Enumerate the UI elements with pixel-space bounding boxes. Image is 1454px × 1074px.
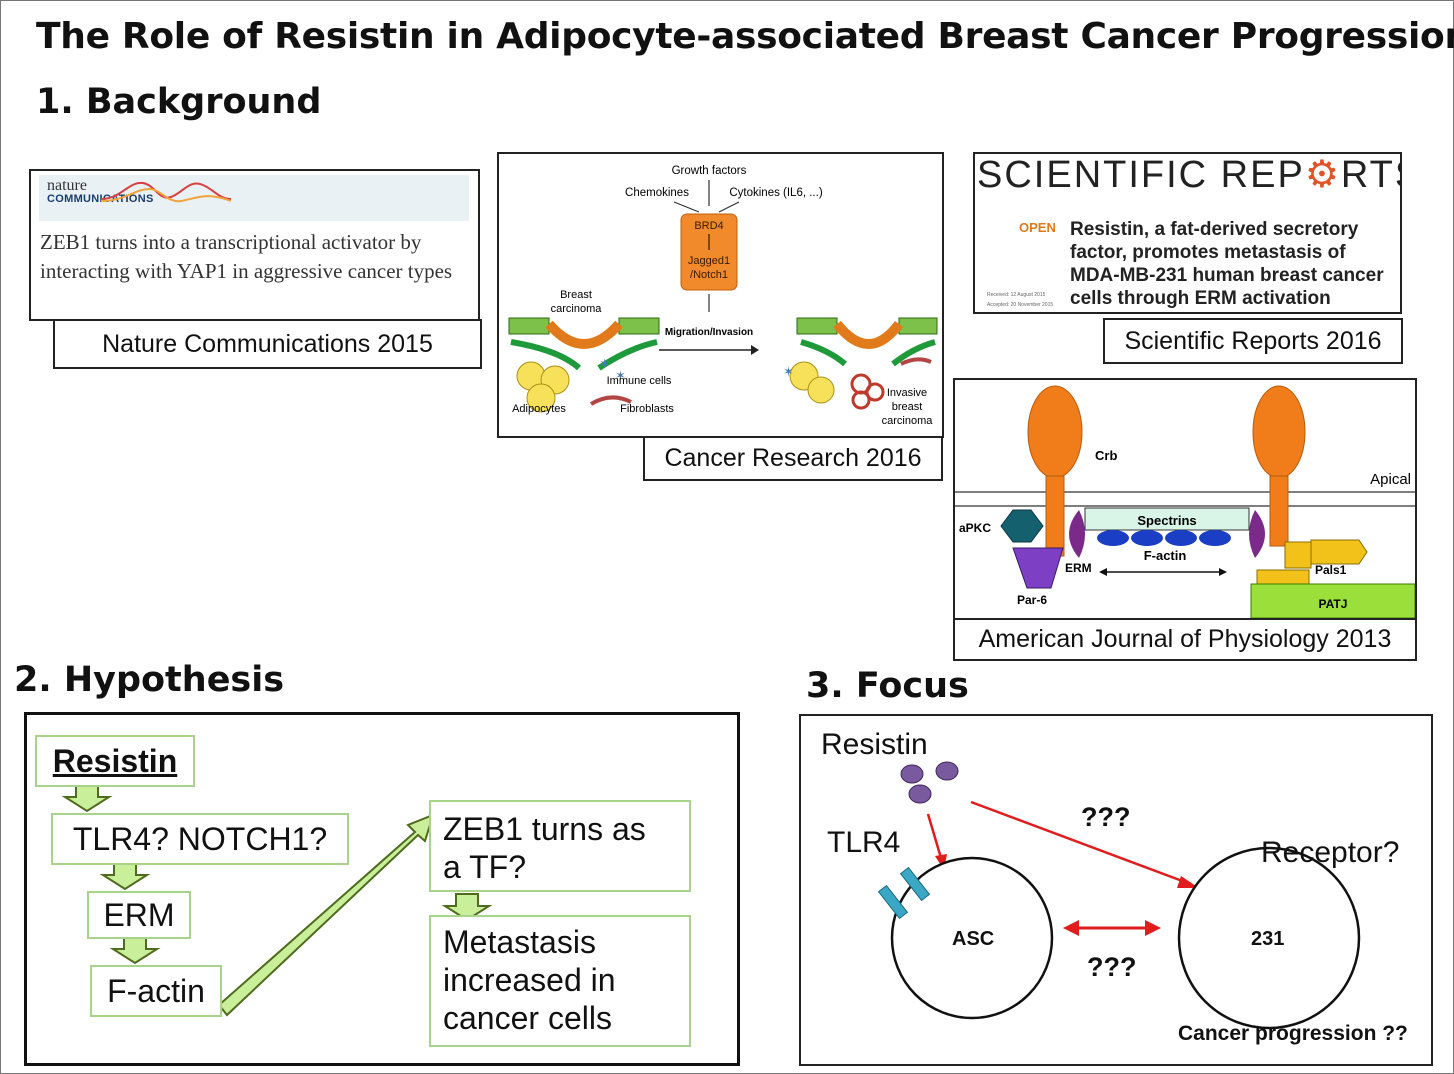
zeb1-line-1: ZEB1 turns as xyxy=(443,811,646,847)
hypothesis-resistin-box: Resistin xyxy=(35,735,195,787)
metastasis-line-2: increased in xyxy=(443,962,616,998)
hypothesis-erm-box: ERM xyxy=(87,891,191,939)
focus-panel: Resistin TLR4 ??? Receptor? ASC 231 ??? … xyxy=(799,714,1433,1066)
nature-communications-caption: Nature Communications 2015 xyxy=(53,319,482,369)
arrow-resistin-to-tlr4 xyxy=(926,813,943,859)
invasive-carcinoma-label: carcinoma xyxy=(882,415,934,427)
cancer-research-figure: Growth factors Chemokines Cytokines (IL6… xyxy=(497,152,944,438)
open-access-badge: OPEN xyxy=(1019,220,1056,235)
focus-tlr4-label: TLR4 xyxy=(827,826,901,859)
pals1-label: Pals1 xyxy=(1315,563,1347,577)
section-focus-heading: 3. Focus xyxy=(806,666,969,706)
tlr4-receptor-right xyxy=(899,866,931,902)
logo-text-first: SCIENTIFIC REP xyxy=(977,154,1305,196)
focus-receptor-label: Receptor? xyxy=(1261,836,1400,869)
cytokines-label: Cytokines (IL6, ...) xyxy=(729,187,822,199)
ajp-figure: Apical Crb Spectrins F-actin aPKC Par-6 … xyxy=(953,378,1417,620)
hypothesis-factin-box: F-actin xyxy=(90,965,222,1017)
arrow-resistin-to-receptor xyxy=(970,800,1186,884)
asc-cell xyxy=(890,856,1054,1020)
focus-question-2: ??? xyxy=(1087,952,1137,982)
scientific-reports-article-title: Resistin, a fat-derived secretory factor… xyxy=(1070,219,1384,309)
cancer-research-caption: Cancer Research 2016 xyxy=(643,436,943,481)
polarity-complex-illustration: Apical Crb Spectrins F-actin aPKC Par-6 … xyxy=(955,385,1415,618)
scientific-reports-logo: SCIENTIFIC REP⚙RTS xyxy=(977,154,1400,197)
gear-icon: ⚙ xyxy=(1304,154,1341,196)
hypothesis-panel: Resistin TLR4? NOTCH1? ERM F-actin ZEB1 … xyxy=(24,712,740,1066)
resistin-molecule-3 xyxy=(908,784,932,804)
focus-resistin-label: Resistin xyxy=(821,728,928,761)
focus-diagram xyxy=(877,761,1361,1030)
svg-text:✶: ✶ xyxy=(615,368,626,383)
jagged1-label: Jagged1 xyxy=(688,255,730,267)
chemokines-label: Chemokines xyxy=(625,187,689,199)
erm-label: ERM xyxy=(1065,561,1092,575)
apkc-label: aPKC xyxy=(959,521,991,535)
scientific-reports-caption: Scientific Reports 2016 xyxy=(1103,318,1403,364)
arrow-resistin-to-tlr4 xyxy=(61,784,113,813)
apical-label: Apical xyxy=(1370,471,1411,488)
nature-logo-wave-icon xyxy=(101,181,231,203)
par6-label: Par-6 xyxy=(1017,593,1047,607)
invasive-label: Invasive xyxy=(887,387,927,399)
cell-231 xyxy=(1177,846,1361,1030)
growth-factors-label: Growth factors xyxy=(672,165,747,177)
nature-article-title: ZEB1 turns into a transcriptional activa… xyxy=(40,230,453,283)
immune-cells-label: Immune cells xyxy=(607,375,672,387)
fibroblasts-label: Fibroblasts xyxy=(620,403,674,415)
ajp-caption: American Journal of Physiology 2013 xyxy=(953,618,1417,661)
cell-231-label: 231 xyxy=(1251,928,1285,950)
logo-text-last: RTS xyxy=(1340,154,1400,196)
nature-article-panel: nature COMMUNICATIONS ZEB1 turns into a … xyxy=(29,169,480,321)
crb-label: Crb xyxy=(1095,448,1117,463)
received-date: Received: 12 August 2015 xyxy=(987,292,1046,298)
adipocytes-label: Adipocytes xyxy=(512,403,566,415)
factin-label: F-actin xyxy=(1144,548,1187,563)
resistin-molecule-1 xyxy=(900,764,924,784)
asc-label: ASC xyxy=(952,928,995,950)
accepted-date: Accepted: 20 November 2015 xyxy=(987,302,1054,308)
tlr4-receptor-left xyxy=(877,884,909,920)
section-background-heading: 1. Background xyxy=(36,82,322,122)
arrow-zeb1-to-metastasis xyxy=(441,893,493,922)
crb-right xyxy=(1252,385,1306,479)
hypothesis-metastasis-box: Metastasis increased in cancer cells xyxy=(429,915,691,1047)
metastasis-line-3: cancer cells xyxy=(443,1000,612,1036)
invasive-breast-label: breast xyxy=(892,401,923,413)
zeb1-line-2: a TF? xyxy=(443,849,526,885)
hypothesis-zeb1-box: ZEB1 turns as a TF? xyxy=(429,800,691,892)
slide-title: The Role of Resistin in Adipocyte-associ… xyxy=(36,16,1454,57)
patj-label: PATJ xyxy=(1319,597,1348,611)
notch1-label: /Notch1 xyxy=(690,269,728,281)
breast-label: Breast xyxy=(560,289,592,301)
arrow-tlr4-to-erm xyxy=(99,862,151,891)
brd4-box xyxy=(680,213,738,291)
scientific-reports-panel: SCIENTIFIC REP⚙RTS OPEN Received: 12 Aug… xyxy=(973,152,1402,314)
cancer-progression-label: Cancer progression ?? xyxy=(1178,1022,1408,1045)
nature-logo-text: nature xyxy=(47,177,87,194)
spectrins-label: Spectrins xyxy=(1137,513,1196,528)
metastasis-line-1: Metastasis xyxy=(443,924,596,960)
tumor-microenvironment-illustration: Growth factors Chemokines Cytokines (IL6… xyxy=(508,165,938,427)
brd4-label: BRD4 xyxy=(694,220,723,232)
carcinoma-label: carcinoma xyxy=(551,303,603,315)
resistin-molecule-2 xyxy=(935,761,959,781)
hypothesis-tlr4-notch1-box: TLR4? NOTCH1? xyxy=(51,813,349,865)
hypothesis-arrows xyxy=(61,784,493,1017)
arrow-erm-to-factin xyxy=(109,936,161,965)
focus-question-1: ??? xyxy=(1081,802,1131,832)
crb-left xyxy=(1027,385,1083,479)
migration-invasion-label: Migration/Invasion xyxy=(665,327,753,338)
section-hypothesis-heading: 2. Hypothesis xyxy=(14,660,285,700)
svg-text:✶: ✶ xyxy=(599,356,610,371)
svg-text:✶: ✶ xyxy=(783,364,794,379)
